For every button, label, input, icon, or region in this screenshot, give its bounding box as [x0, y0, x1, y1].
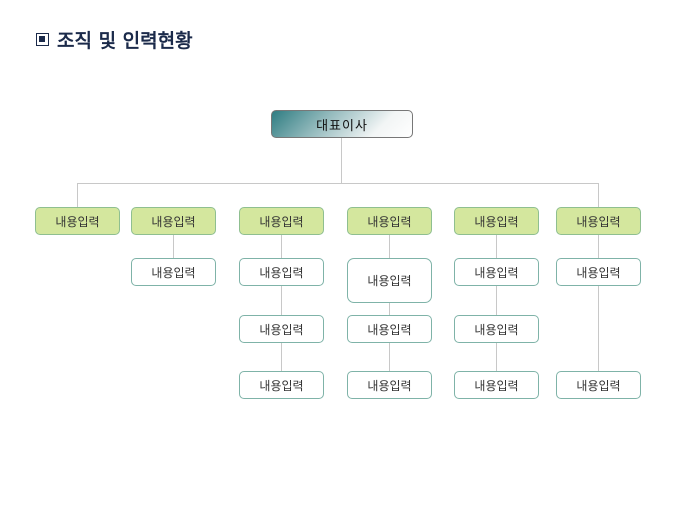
member-box: 내용입력 [454, 371, 539, 399]
dept-box: 내용입력 [35, 207, 120, 235]
member-box: 내용입력 [454, 258, 539, 286]
connector [496, 235, 497, 371]
member-box: 내용입력 [239, 315, 324, 343]
dept-box: 내용입력 [556, 207, 641, 235]
connector [77, 183, 78, 207]
member-box: 내용입력 [347, 258, 432, 303]
connector [341, 138, 342, 183]
ceo-box: 대표이사 [271, 110, 413, 138]
member-box: 내용입력 [347, 371, 432, 399]
connector [173, 235, 174, 258]
member-box: 내용입력 [347, 315, 432, 343]
member-box: 내용입력 [454, 315, 539, 343]
connector [281, 235, 282, 371]
connector [389, 235, 390, 371]
dept-box: 내용입력 [347, 207, 432, 235]
member-box: 내용입력 [556, 258, 641, 286]
dept-box: 내용입력 [239, 207, 324, 235]
dept-box: 내용입력 [454, 207, 539, 235]
square-bullet-icon [36, 33, 49, 46]
connector [598, 183, 599, 207]
member-box: 내용입력 [239, 258, 324, 286]
member-box: 내용입력 [239, 371, 324, 399]
member-box: 내용입력 [131, 258, 216, 286]
connector [77, 183, 599, 184]
connector [598, 235, 599, 371]
page-title: 조직 및 인력현황 [36, 26, 193, 53]
dept-box: 내용입력 [131, 207, 216, 235]
title-text: 조직 및 인력현황 [57, 30, 193, 52]
member-box: 내용입력 [556, 371, 641, 399]
